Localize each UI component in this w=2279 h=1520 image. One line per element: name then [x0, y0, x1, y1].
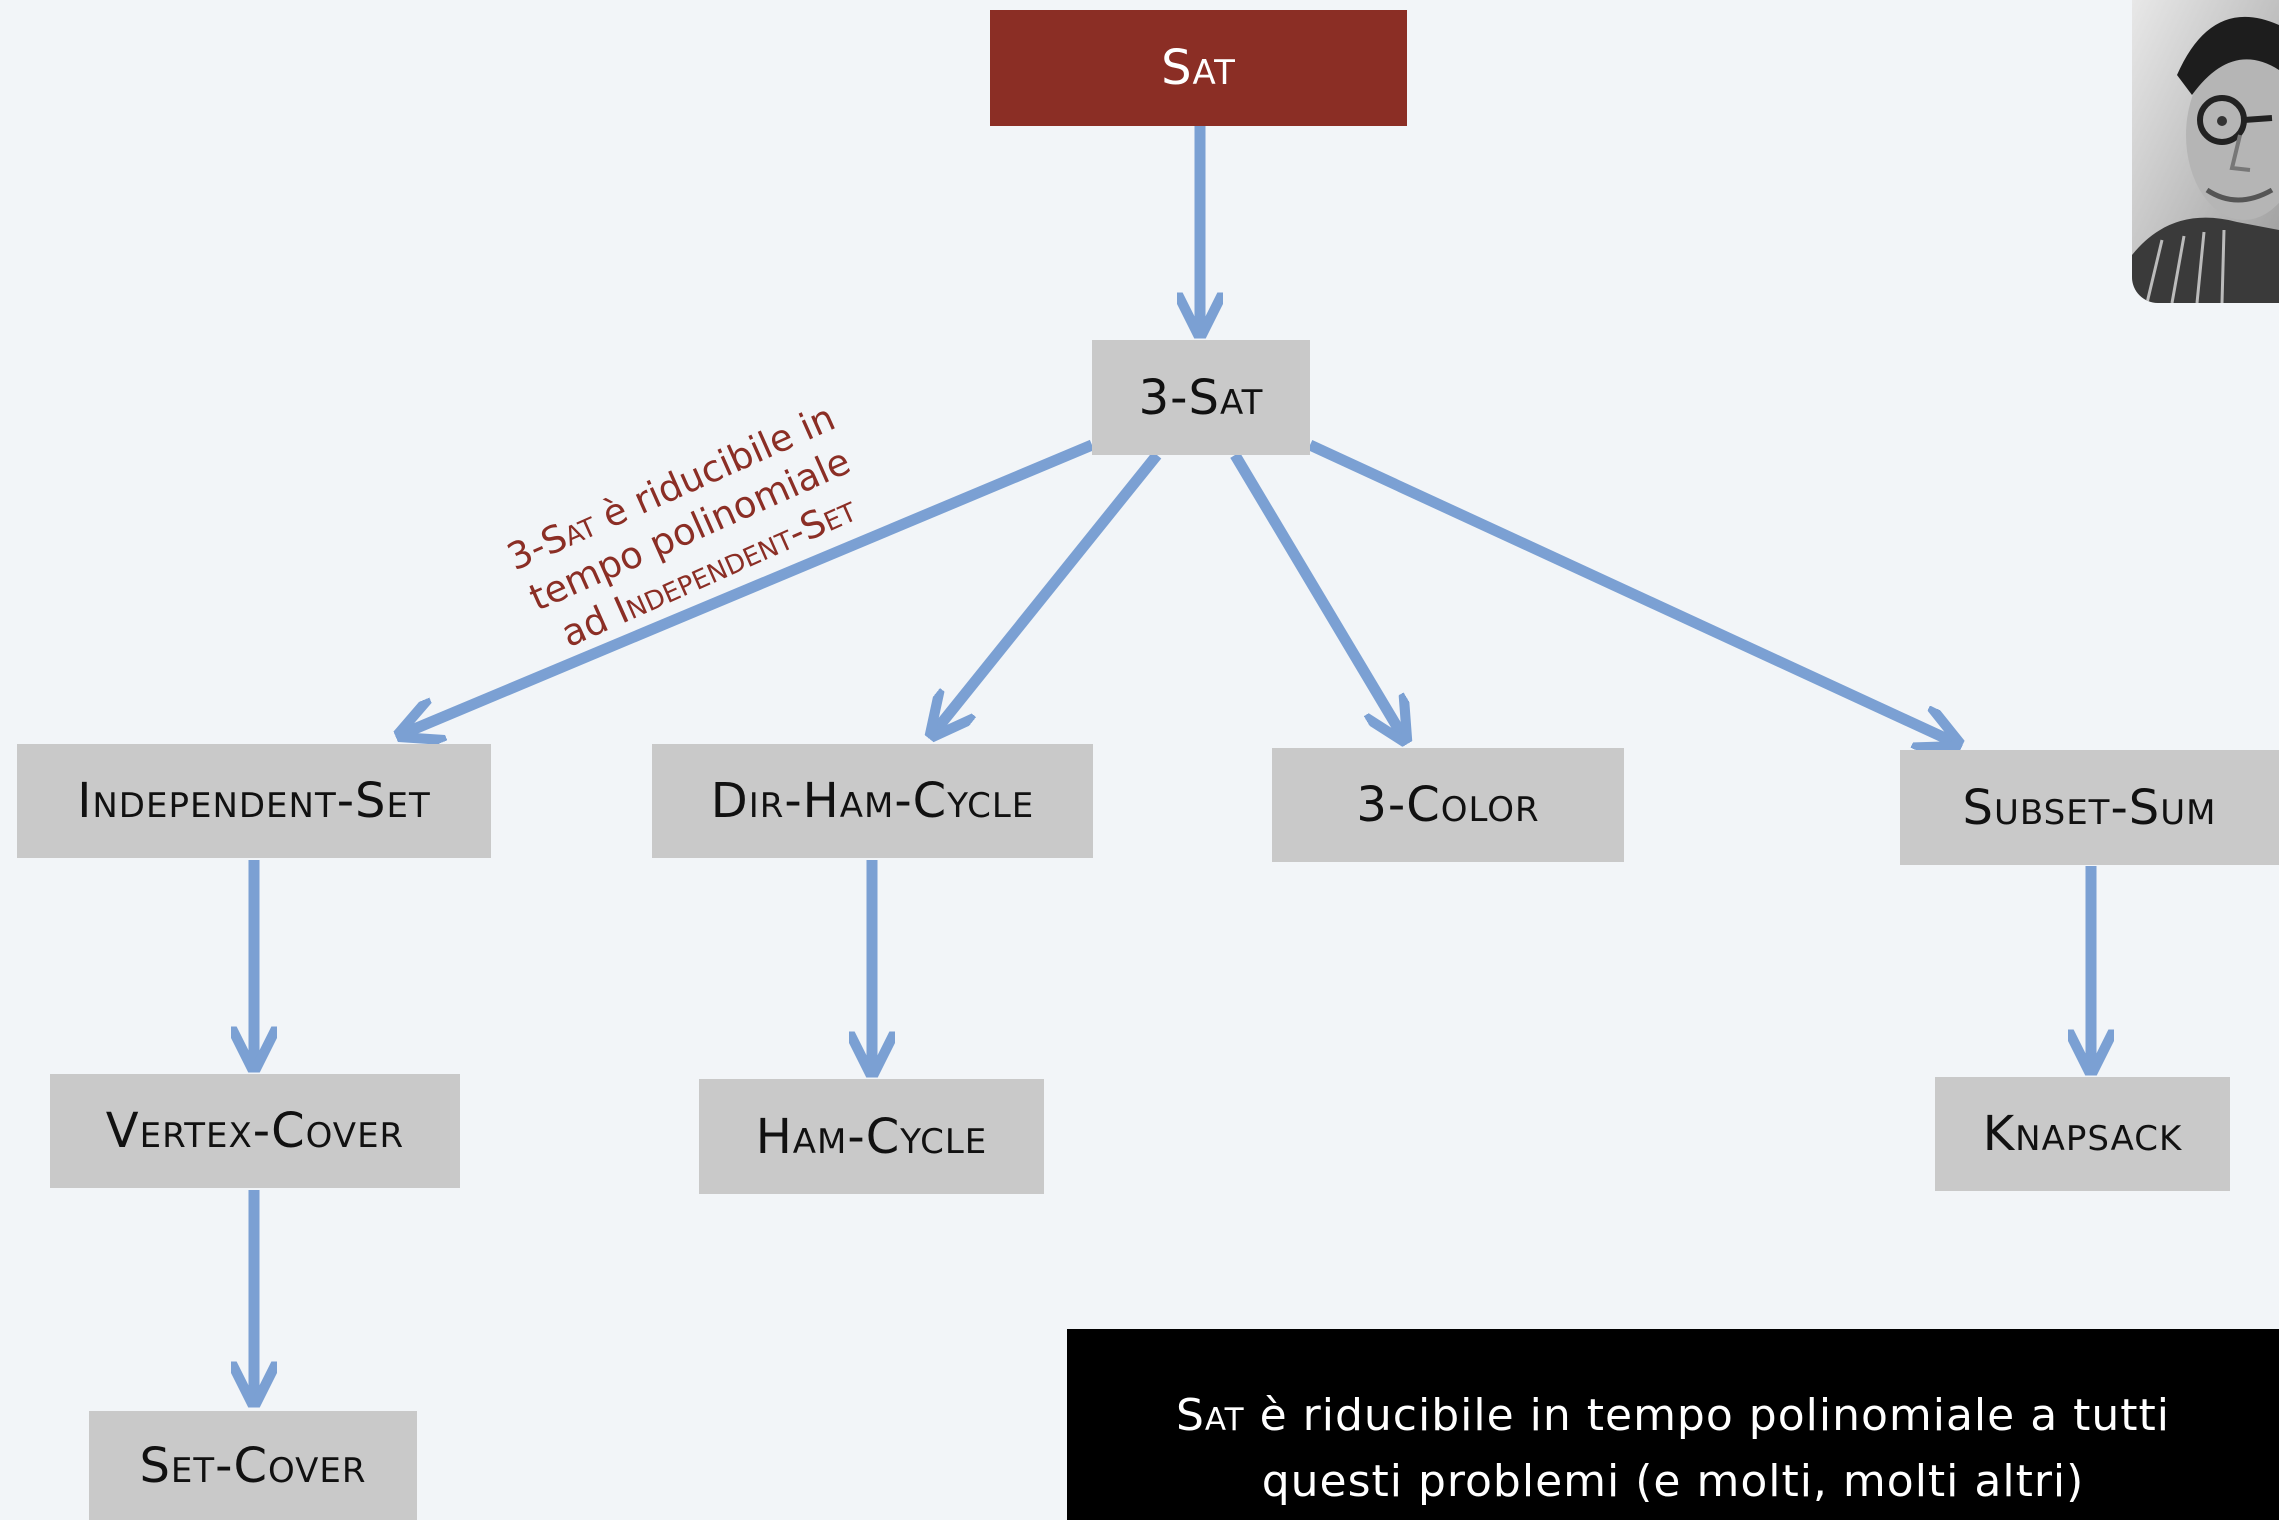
node-independent-set-label: Independent-Set: [77, 773, 431, 829]
node-knapsack: Knapsack: [1935, 1077, 2230, 1191]
node-subset-sum-label: Subset-Sum: [1962, 779, 2217, 836]
node-ham-cycle: Ham-Cycle: [699, 1079, 1044, 1194]
node-3-color-label: 3-Color: [1356, 777, 1540, 833]
node-3-color: 3-Color: [1272, 748, 1624, 862]
node-set-cover-label: Set-Cover: [139, 1437, 367, 1494]
node-vertex-cover-label: Vertex-Cover: [105, 1103, 405, 1159]
node-knapsack-label: Knapsack: [1982, 1106, 2183, 1162]
arrow-3sat-to-dir-ham-cycle: [932, 451, 1162, 735]
summary-callout: Sat è riducibile in tempo polinomiale a …: [1067, 1329, 2279, 1520]
callout-line1: è riducibile in tempo polinomiale a tutt…: [1244, 1390, 2171, 1441]
node-subset-sum: Subset-Sum: [1900, 750, 2279, 865]
node-vertex-cover: Vertex-Cover: [50, 1074, 460, 1188]
arrow-3sat-to-independent-set: [400, 439, 1095, 735]
node-3-sat-label: 3-Sat: [1138, 369, 1264, 426]
node-sat-label: Sat: [1161, 40, 1236, 96]
node-independent-set: Independent-Set: [17, 744, 491, 858]
portrait-photo: [2132, 0, 2279, 303]
node-dir-ham-cycle: Dir-Ham-Cycle: [652, 744, 1093, 858]
callout-sat: Sat: [1175, 1390, 1245, 1441]
node-set-cover: Set-Cover: [89, 1411, 417, 1520]
node-ham-cycle-label: Ham-Cycle: [755, 1108, 988, 1165]
node-dir-ham-cycle-label: Dir-Ham-Cycle: [710, 773, 1035, 829]
callout-line2: questi problemi (e molti, molti altri): [1261, 1456, 2085, 1507]
arrow-3sat-to-3-color: [1230, 452, 1405, 740]
node-sat: Sat: [990, 10, 1407, 126]
node-3-sat: 3-Sat: [1092, 340, 1310, 455]
arrow-3sat-to-subset-sum: [1307, 440, 1958, 744]
